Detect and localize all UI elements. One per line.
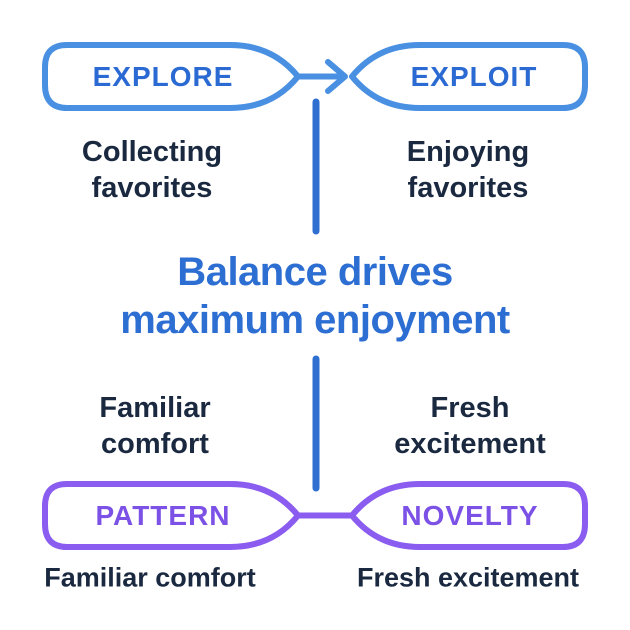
exploit-caption: Enjoying favorites: [407, 134, 529, 206]
novelty-caption-line1: Fresh: [430, 392, 510, 424]
pattern-caption-line1: Familiar: [99, 392, 211, 424]
pattern-caption: Familiar comfort: [99, 390, 210, 462]
headline-line2: maximum enjoyment: [120, 298, 510, 342]
explore-caption-line1: Collecting: [81, 136, 223, 168]
novelty-badge-label: NOVELTY: [401, 500, 539, 531]
explore-caption: Collecting favorites: [82, 134, 222, 206]
explore-caption-line2: favorites: [91, 172, 213, 204]
exploit-badge-shape: [349, 42, 588, 111]
exploit-caption-line1: Enjoying: [406, 136, 530, 168]
pattern-footnote: Familiar comfort: [44, 562, 256, 593]
pattern-badge-label: PATTERN: [95, 500, 231, 531]
novelty-footnote: Fresh excitement: [356, 562, 580, 593]
novelty-caption-line2: excitement: [394, 428, 546, 460]
pattern-badge-shape: [42, 481, 301, 550]
pattern-caption-line2: comfort: [101, 428, 209, 460]
headline-line1: Balance drives: [177, 250, 453, 294]
arrow-right-icon: [325, 59, 348, 94]
exploit-badge-label: EXPLOIT: [410, 61, 538, 92]
exploit-caption-line2: favorites: [407, 172, 529, 204]
explore-badge-shape: [42, 42, 301, 111]
explore-badge-label: EXPLORE: [92, 61, 234, 92]
novelty-badge-shape: [349, 481, 588, 550]
headline: Balance drives maximum enjoyment: [120, 248, 510, 344]
novelty-caption: Fresh excitement: [394, 390, 546, 462]
